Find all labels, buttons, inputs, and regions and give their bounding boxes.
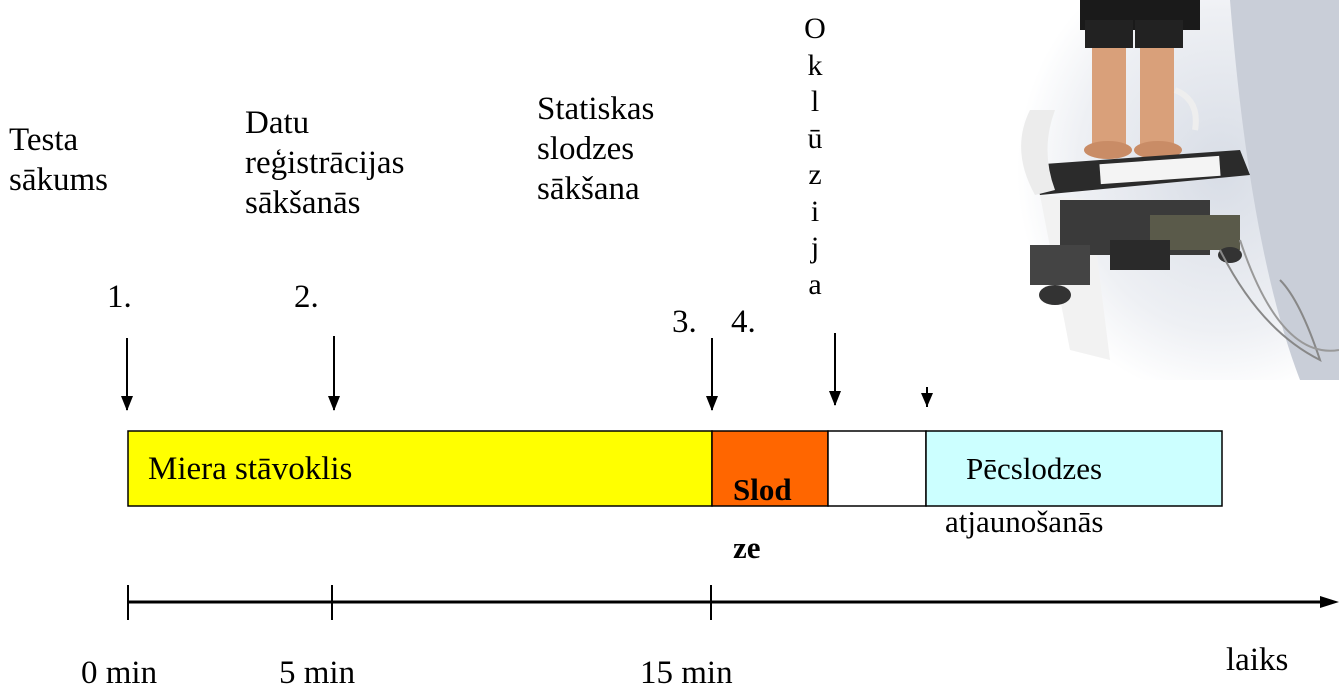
bar-recovery (925, 430, 1223, 507)
recovery-phase-label-line2: atjaunošanās (945, 504, 1104, 539)
occlusion-letter: a (808, 267, 822, 301)
occlusion-letter: ū (807, 121, 823, 155)
step-1-label: Testa sākums (9, 122, 108, 198)
occlusion-letter: O (804, 12, 826, 45)
step-1-number: 1. (107, 279, 132, 315)
step-3-label: Statiskas slodzes sākšana (537, 91, 655, 207)
bar-rest (127, 430, 713, 507)
rest-phase-label: Miera stāvoklis (148, 451, 353, 487)
step-2-number: 2. (294, 279, 319, 315)
tick-label-0: 0 min (81, 655, 158, 691)
occlusion-letter: l (810, 85, 820, 118)
occlusion-letter: j (810, 231, 820, 264)
time-axis-label: laiks (1226, 642, 1289, 678)
occlusion-letter: k (807, 48, 823, 82)
step-2-label: Datu reģistrācijas sākšanās (245, 105, 405, 221)
occlusion-label: O k l ū z i j a (801, 11, 829, 303)
step-3-number: 3. (672, 304, 697, 340)
tick-label-5: 5 min (279, 655, 356, 691)
occlusion-letter: z (808, 158, 822, 191)
occlusion-letter: i (810, 194, 820, 228)
recovery-phase-label-line1: Pēcslodzes (966, 451, 1103, 486)
bar-occlusion (827, 430, 927, 507)
person-on-tilt-table-photo (1000, 0, 1339, 380)
load-phase-label-line1: Slod (733, 472, 792, 507)
load-phase-label-line2: ze (733, 530, 761, 565)
step-4-number: 4. (731, 304, 756, 340)
bar-load (711, 430, 829, 507)
time-axis-arrowhead (1320, 596, 1339, 608)
tick-label-15: 15 min (640, 655, 733, 691)
